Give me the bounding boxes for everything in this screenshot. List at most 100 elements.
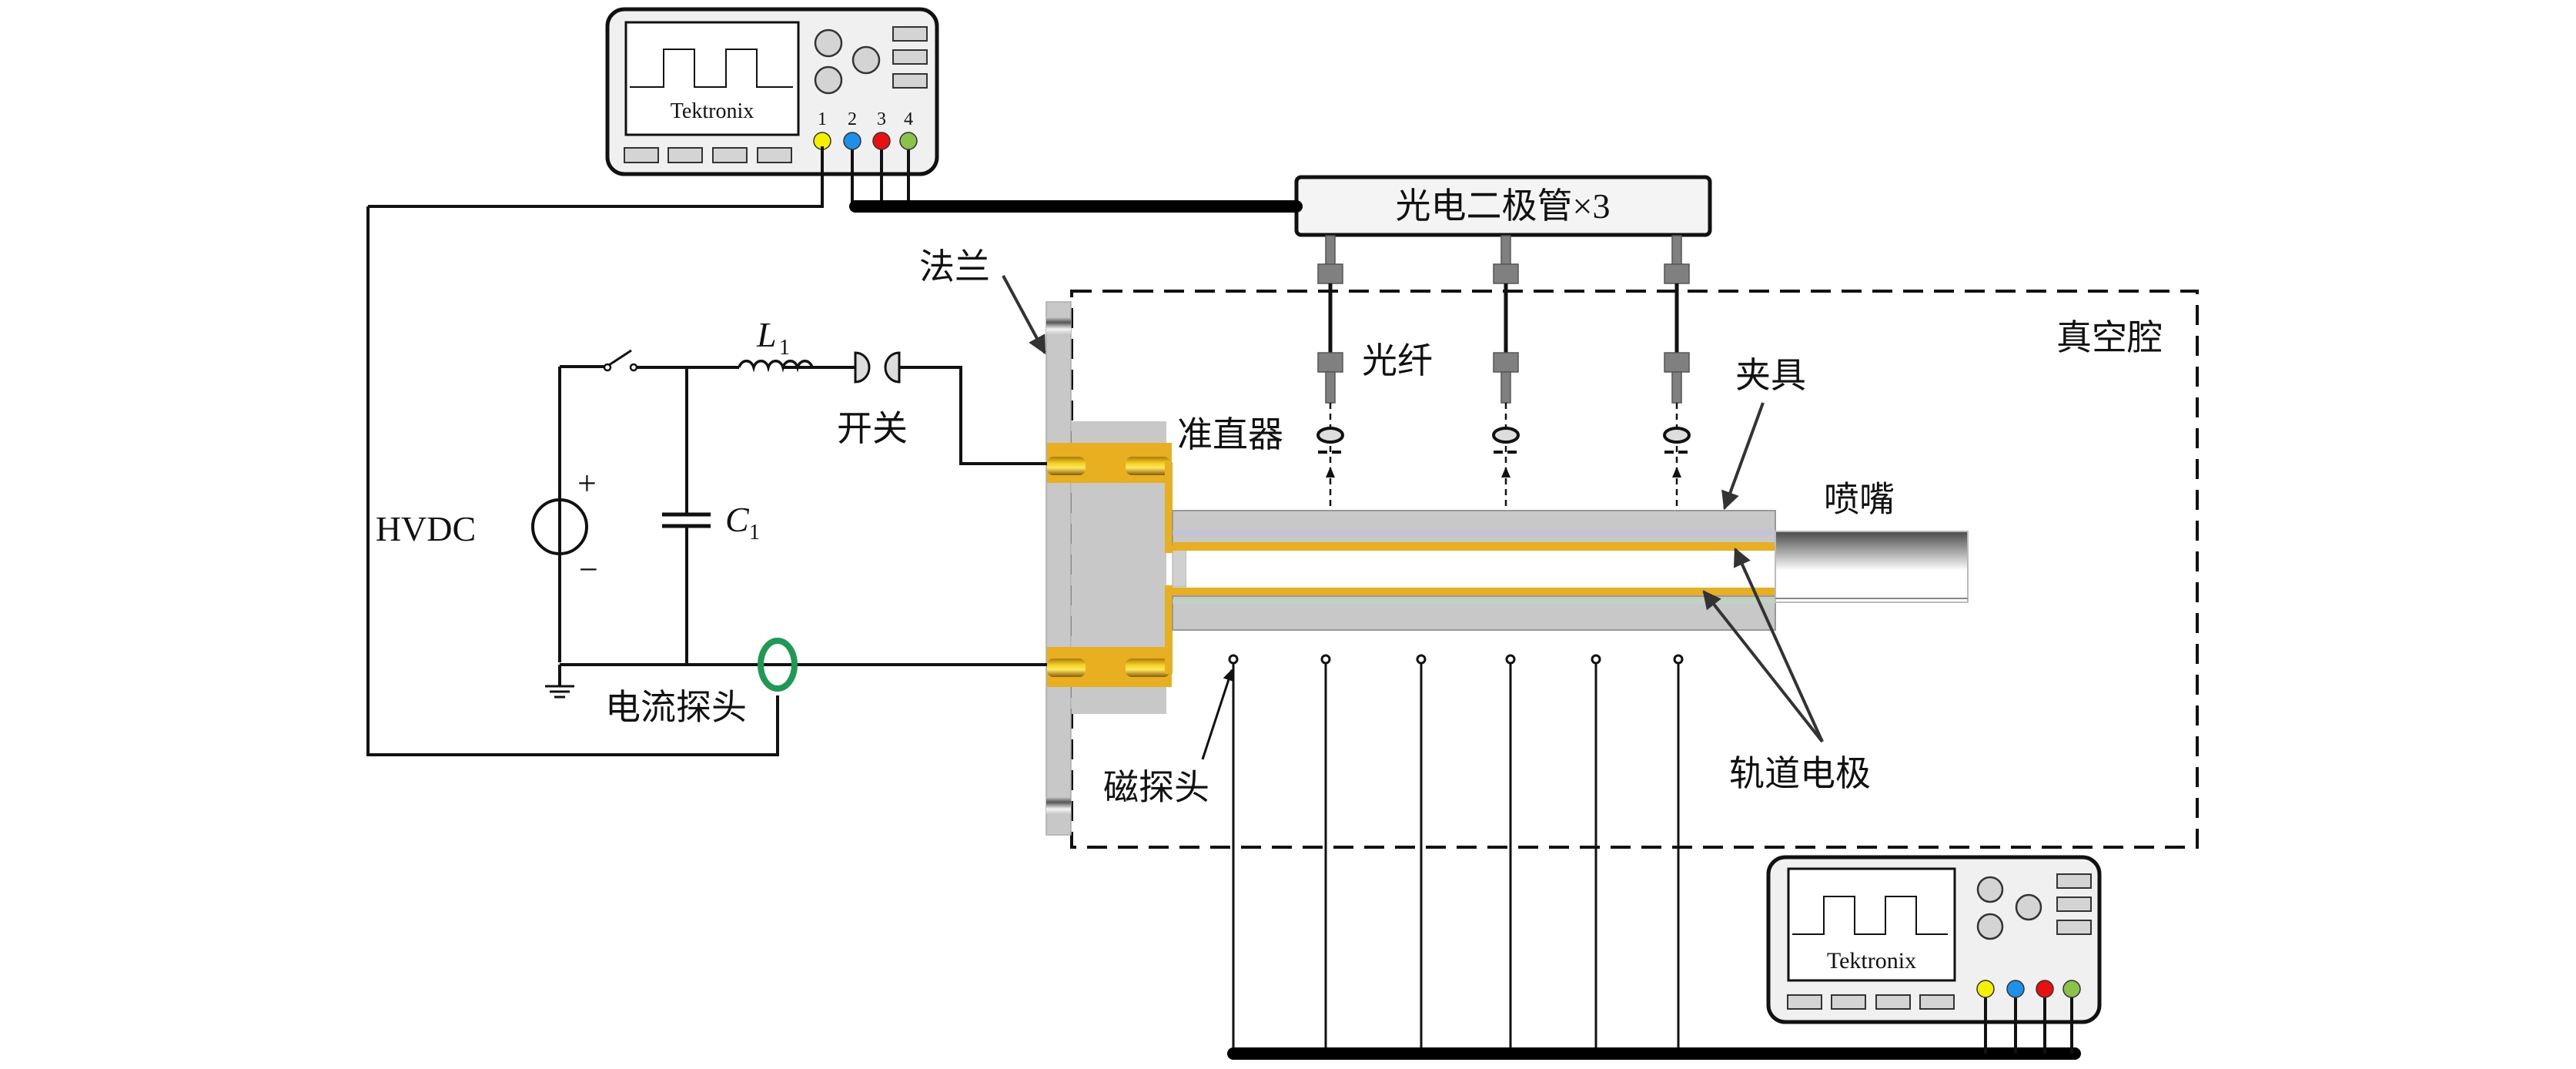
knob[interactable] <box>814 65 843 95</box>
knob[interactable] <box>814 28 843 58</box>
channel-4-number: 4 <box>904 109 913 129</box>
channel-2-connector[interactable] <box>843 132 861 150</box>
switch-label: 开关 <box>837 409 908 448</box>
insulator-tab <box>1172 548 1187 588</box>
flange <box>1045 301 1072 836</box>
electrode-assembly <box>1047 421 1969 714</box>
collimator-lens <box>1663 427 1691 444</box>
magnetic-probe-arrow <box>1201 669 1234 760</box>
lower-connector-pin <box>1126 658 1170 677</box>
scope-button[interactable] <box>757 147 792 163</box>
optical-fiber-label: 光纤 <box>1362 341 1433 380</box>
hvdc-minus: − <box>579 551 598 588</box>
channel-4-connector[interactable] <box>899 132 918 150</box>
rail-electrode-arrow-upper <box>1733 547 1824 742</box>
scope-button[interactable] <box>2056 896 2092 912</box>
nozzle-label: 喷嘴 <box>1824 480 1895 519</box>
switch-blade[interactable] <box>608 349 632 367</box>
scope-button[interactable] <box>1787 994 1822 1010</box>
collimator-lens <box>1316 427 1344 444</box>
current-probe-label: 电流探头 <box>605 688 747 727</box>
spark-gap-electrode <box>884 351 901 384</box>
scope-button[interactable] <box>667 147 703 163</box>
oscilloscope-brand: Tektronix <box>1827 948 1916 973</box>
oscilloscope-screen <box>1787 867 1956 982</box>
light-direction-arrow <box>1501 467 1510 478</box>
scope-button[interactable] <box>892 49 928 65</box>
upper-connector-pin <box>1126 457 1170 475</box>
photodiode-box: 光电二极管×3 <box>1294 175 1712 237</box>
lower-fixture-shade <box>1173 599 1775 604</box>
scope-button[interactable] <box>1875 994 1911 1010</box>
switch-contact <box>603 363 612 372</box>
knob[interactable] <box>2015 893 2042 921</box>
flange-pointer-arrow <box>1002 275 1046 355</box>
fiber-connector <box>1664 263 1690 284</box>
upper-fixture-shade <box>1173 530 1775 535</box>
light-direction-arrow <box>1326 467 1335 478</box>
scope-button[interactable] <box>892 73 928 89</box>
flange-bolt <box>1046 797 1071 814</box>
fiber-stem <box>1500 371 1511 404</box>
fiber-connector <box>1493 352 1519 373</box>
oscilloscope-bottom: Tektronix <box>1766 855 2102 1054</box>
upper-electrode-strip <box>1165 462 1173 553</box>
square-wave-trace <box>1792 896 1948 935</box>
oscilloscope-screen <box>624 21 800 136</box>
fiber-connector <box>1317 352 1343 373</box>
bore <box>1186 551 1775 588</box>
magnetic-probe <box>1505 654 1516 665</box>
upper-connector-pin <box>1047 457 1086 475</box>
knob[interactable] <box>1976 913 2004 940</box>
capacitor-subscript: 1 <box>749 521 760 545</box>
fiber-stem <box>1325 371 1336 404</box>
current-probe-ring <box>758 638 798 692</box>
fiber-connector <box>1664 352 1690 373</box>
flange-label: 法兰 <box>919 247 990 287</box>
fiber-stem <box>1671 371 1682 404</box>
scope-button[interactable] <box>2056 873 2092 889</box>
scope-button[interactable] <box>1831 994 1866 1010</box>
magnetic-probe <box>1416 654 1427 665</box>
magnetic-probe-group <box>1228 654 1684 1054</box>
scope-button[interactable] <box>1919 994 1955 1010</box>
channel1-wire <box>368 146 824 208</box>
scope-button[interactable] <box>624 147 659 163</box>
inductor-label: L <box>756 315 777 354</box>
discharge-circuit: + − HVDC L 1 开关 C 1 电流探头 <box>376 315 1047 727</box>
collimator-label: 准直器 <box>1177 415 1283 454</box>
square-wave-trace <box>630 49 793 88</box>
switch-contact <box>629 363 638 372</box>
magnetic-probe <box>1320 654 1331 665</box>
channel-1-number: 1 <box>818 109 827 129</box>
magnetic-probe <box>1673 654 1684 665</box>
light-direction-arrow <box>1672 467 1681 478</box>
upper-fixture <box>1172 510 1776 546</box>
nozzle <box>1775 531 1969 603</box>
channel-1-connector[interactable] <box>1976 980 1995 998</box>
channel-2-connector[interactable] <box>2006 980 2025 998</box>
fiber-stem <box>1325 235 1336 266</box>
channel-4-connector[interactable] <box>2062 980 2081 998</box>
knob[interactable] <box>851 45 881 75</box>
knob[interactable] <box>1976 876 2004 903</box>
rail-electrode-label: 轨道电极 <box>1729 754 1871 793</box>
scope-button[interactable] <box>712 147 748 163</box>
channel-3-connector[interactable] <box>2036 980 2054 998</box>
fiber-connector <box>1317 263 1343 284</box>
fixture-pointer-arrow <box>1721 402 1765 511</box>
current-probe-signal-wire <box>366 206 779 756</box>
fiber-stem <box>1500 235 1511 266</box>
scope-button[interactable] <box>2056 920 2092 935</box>
fixture-label: 夹具 <box>1735 356 1806 395</box>
scope-button[interactable] <box>892 26 928 42</box>
channel-3-connector[interactable] <box>872 132 891 150</box>
channel-3-number: 3 <box>877 109 886 129</box>
channel-2-number: 2 <box>848 109 857 129</box>
inductor-symbol <box>738 360 831 373</box>
hvdc-plus: + <box>577 464 597 502</box>
fiber-connector <box>1493 263 1519 284</box>
flange-plate <box>1045 301 1072 836</box>
